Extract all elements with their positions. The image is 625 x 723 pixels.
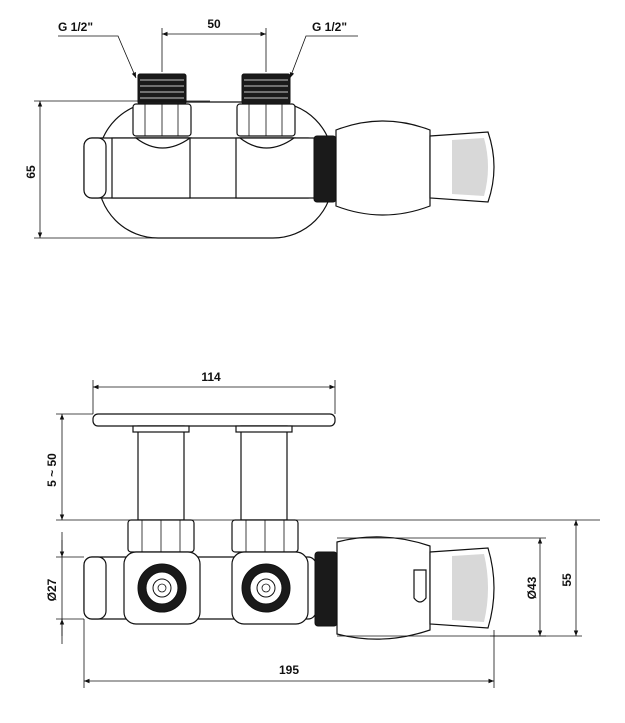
plate-width-label: 114 — [201, 370, 221, 384]
port-right — [241, 563, 291, 613]
wall-plate — [92, 413, 336, 427]
thread-right-label: G 1/2" — [312, 20, 347, 34]
top-view: G 1/2" G 1/2" 50 65 — [24, 17, 495, 239]
leader-right — [289, 35, 358, 79]
head-marker-slot — [413, 569, 427, 603]
body-diameter-label: Ø27 — [45, 578, 59, 601]
front-view: 114 5 ~ 50 — [45, 370, 600, 688]
pipe-left — [137, 425, 185, 521]
height-label: 65 — [24, 165, 38, 179]
left-connector — [132, 73, 192, 149]
total-length-label: 195 — [279, 663, 299, 677]
nut-left — [127, 519, 195, 553]
port-left — [137, 563, 187, 613]
spacing-label: 50 — [207, 17, 221, 31]
wall-distance-label: 5 ~ 50 — [45, 453, 59, 487]
thread-right — [241, 73, 291, 105]
right-connector — [236, 73, 296, 149]
end-cap — [83, 137, 107, 199]
head-diameter-label: Ø43 — [525, 576, 539, 599]
thermostatic-head-top — [313, 120, 495, 216]
leader-left — [58, 35, 137, 79]
thread-left-label: G 1/2" — [58, 20, 93, 34]
nut-right — [231, 519, 299, 553]
thermostatic-head-front — [314, 536, 495, 640]
pipe-right — [240, 425, 288, 521]
thread-left — [137, 73, 187, 105]
head-height-label: 55 — [560, 573, 574, 587]
